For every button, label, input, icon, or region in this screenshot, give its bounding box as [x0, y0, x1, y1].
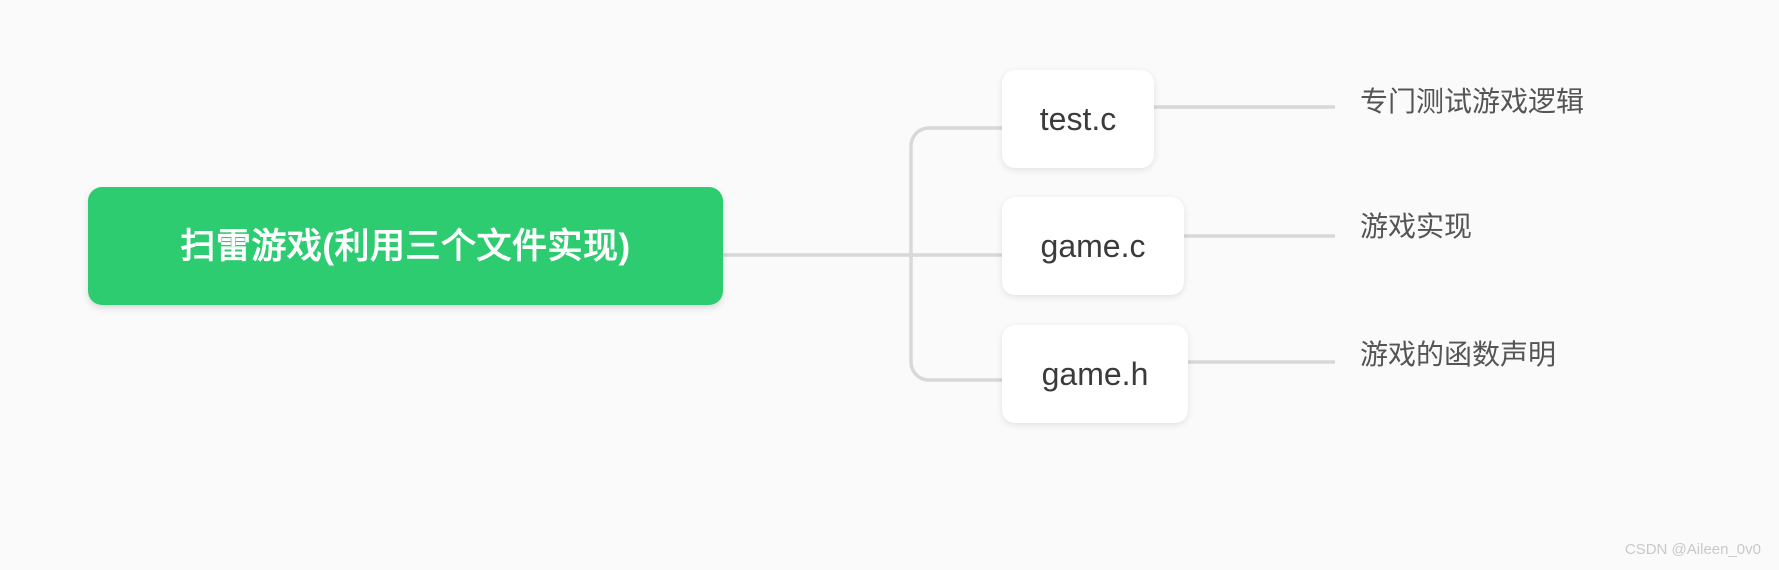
- file-card-game-h[interactable]: game.h: [1002, 325, 1188, 423]
- file-card-label: game.c: [1040, 228, 1146, 264]
- file-card-test-c[interactable]: test.c: [1002, 70, 1154, 168]
- root-node[interactable]: 扫雷游戏(利用三个文件实现): [88, 187, 723, 305]
- description-game-c: 游戏实现: [1360, 211, 1473, 242]
- file-card-label: game.h: [1041, 356, 1149, 392]
- csdn-watermark: CSDN @Aileen_0v0: [1624, 541, 1761, 558]
- edge-trunk: [909, 126, 958, 382]
- description-game-h: 游戏的函数声明: [1360, 339, 1557, 370]
- file-card-game-c[interactable]: game.c: [1002, 197, 1184, 295]
- description-test-c: 专门测试游戏逻辑: [1360, 86, 1585, 117]
- root-node-label: 扫雷游戏(利用三个文件实现): [180, 226, 631, 266]
- file-card-label: test.c: [1039, 101, 1117, 137]
